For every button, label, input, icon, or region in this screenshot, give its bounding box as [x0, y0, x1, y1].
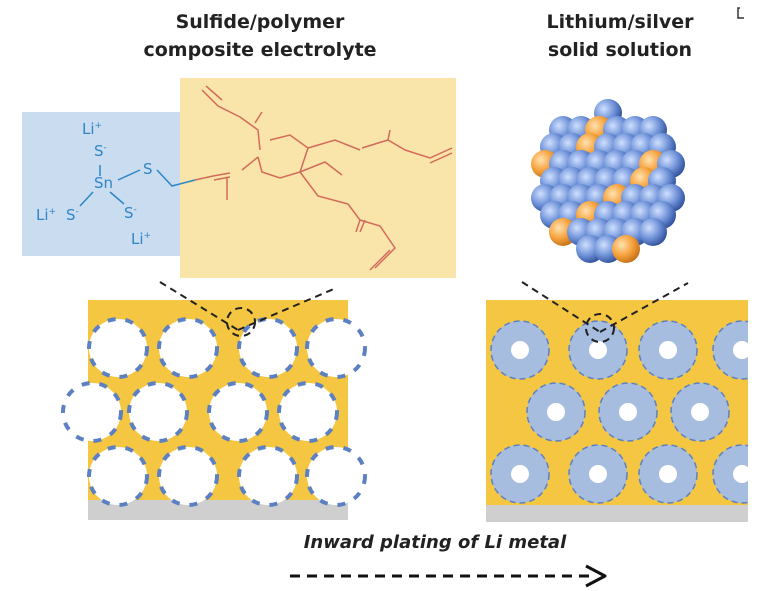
left-porous-layer	[61, 300, 367, 520]
left-title-line1: Sulfide/polymer	[175, 11, 345, 33]
pore-center	[589, 465, 607, 483]
empty-pore	[87, 445, 149, 507]
empty-pore	[237, 317, 299, 379]
right-title-line2: solid solution	[547, 39, 693, 61]
corner-bracket	[737, 7, 744, 19]
empty-pore	[87, 317, 149, 379]
pore-center	[511, 341, 529, 359]
right-title-line1: Lithium/silver	[546, 11, 694, 33]
lithium-atom	[639, 218, 667, 246]
pore-center	[619, 403, 637, 421]
pore-center	[733, 341, 751, 359]
s-label-top: S-	[94, 142, 107, 160]
s-label-left: S-	[66, 206, 79, 224]
pore-center	[659, 341, 677, 359]
lithium-silver-cluster	[531, 99, 685, 263]
empty-pore	[237, 445, 299, 507]
left-title: Sulfide/polymer composite electrolyte	[100, 8, 420, 64]
silver-atom	[612, 235, 640, 263]
caption: Inward plating of Li metal	[303, 532, 567, 553]
li-label-left: Li+	[36, 206, 57, 224]
left-title-line2: composite electrolyte	[143, 39, 377, 61]
sulfide-bonds	[79, 165, 196, 207]
right-porous-layer	[486, 295, 757, 527]
polymer-bonds	[194, 85, 453, 271]
s-label-bottom: S-	[124, 204, 137, 222]
empty-pore	[61, 381, 123, 443]
s-label-right: S	[143, 160, 153, 178]
pore-center	[659, 465, 677, 483]
empty-pore	[207, 381, 269, 443]
pore-center	[511, 465, 529, 483]
empty-pore	[157, 317, 219, 379]
sulfide-box	[22, 112, 180, 256]
empty-pore	[157, 445, 219, 507]
sn-label: Sn	[94, 174, 114, 192]
pore-center	[733, 465, 751, 483]
inward-arrow	[290, 564, 607, 588]
li-label-bottom: Li+	[131, 230, 152, 248]
right-title: Lithium/silver solid solution	[505, 8, 735, 64]
empty-pore	[277, 381, 339, 443]
li-label-top: Li+	[82, 120, 103, 138]
empty-pore	[305, 445, 367, 507]
empty-pore	[305, 317, 367, 379]
zoom-lines	[159, 281, 689, 343]
pore-center	[589, 341, 607, 359]
pore-center	[691, 403, 709, 421]
pore-center	[547, 403, 565, 421]
empty-pore	[127, 381, 189, 443]
